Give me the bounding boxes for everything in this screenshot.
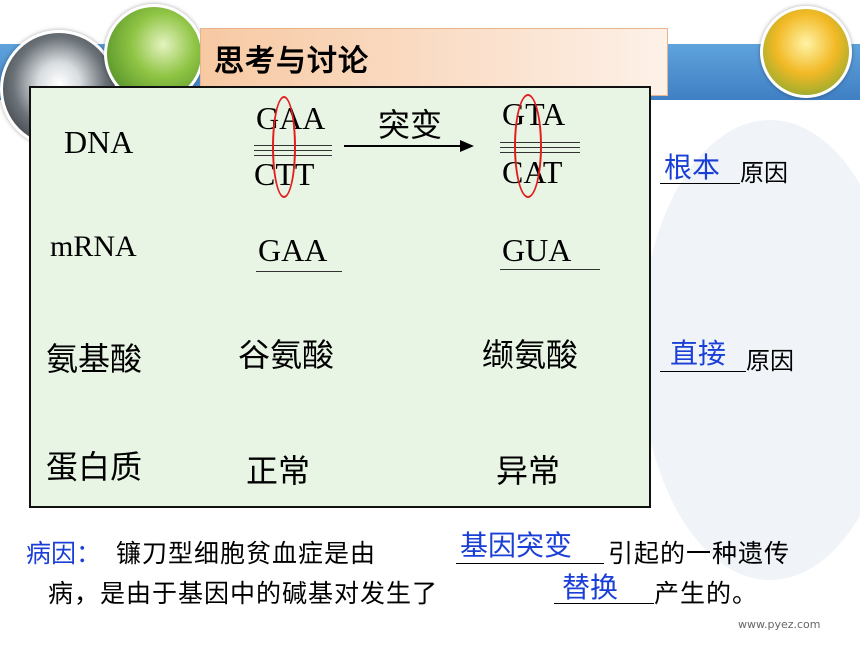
mrna-row-label: mRNA	[50, 230, 137, 263]
background-decoration	[640, 120, 860, 580]
flower-photo-icon	[760, 6, 852, 98]
cause-blank-answer-2: 替换	[562, 571, 619, 604]
page-title: 思考与讨论	[214, 44, 369, 79]
mutation-arrow-line	[344, 145, 462, 147]
direct-cause-answer: 直接	[670, 337, 727, 370]
amino-acid-row-label: 氨基酸	[46, 340, 143, 378]
cause-blank-answer-1: 基因突变	[460, 529, 573, 562]
cause-suffix: 原因	[740, 159, 788, 187]
answer-blank-line	[456, 563, 604, 564]
mutant-amino-acid: 缬氨酸	[482, 336, 579, 374]
footer-watermark: www.pyez.com	[738, 618, 821, 631]
cause-text-line1-start: 镰刀型细胞贫血症是由	[116, 539, 377, 568]
dna-row-label: DNA	[64, 124, 134, 160]
mutation-arrow-label: 突变	[378, 106, 443, 144]
answer-blank-line	[554, 603, 654, 604]
cause-label: 病因：	[26, 539, 102, 568]
arrow-right-icon	[460, 140, 474, 152]
mrna-line	[500, 269, 600, 270]
normal-protein: 正常	[246, 452, 311, 490]
answer-blank-line	[660, 371, 746, 372]
highlight-oval	[514, 94, 542, 198]
mutant-protein: 异常	[496, 452, 561, 490]
normal-mrna: GAA	[258, 232, 328, 268]
cause-text-line1-end: 引起的一种遗传	[608, 539, 791, 568]
protein-row-label: 蛋白质	[46, 448, 143, 486]
fundamental-cause-answer: 根本	[664, 151, 721, 184]
mrna-line	[256, 271, 342, 272]
comparison-panel	[29, 86, 651, 508]
title-banner	[200, 28, 668, 96]
cause-text-line2-start: 病，是由于基因中的碱基对发生了	[48, 579, 439, 608]
cause-text-line2-end: 产生的。	[654, 579, 759, 608]
normal-amino-acid: 谷氨酸	[238, 336, 335, 374]
mutant-mrna: GUA	[502, 232, 572, 268]
highlight-oval	[272, 96, 296, 198]
cause-suffix: 原因	[746, 347, 794, 375]
answer-blank-line	[660, 183, 740, 184]
